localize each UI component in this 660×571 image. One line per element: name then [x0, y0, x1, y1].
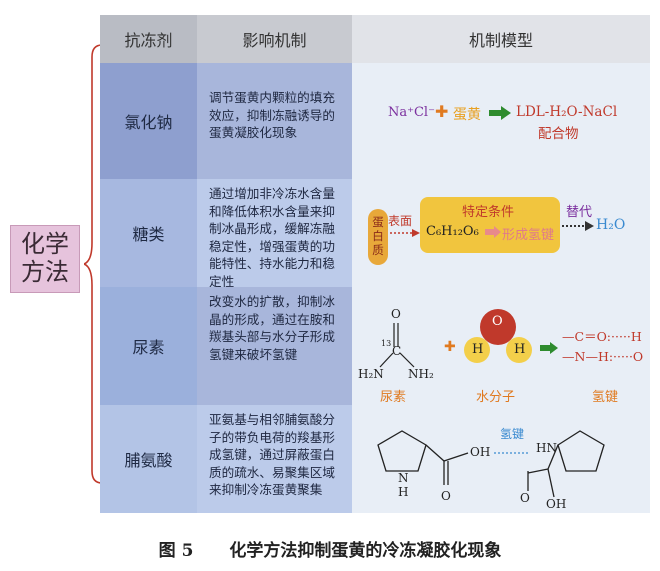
row-desc-nacl: 调节蛋黄内颗粒的填充效应，抑制冻融诱导的蛋黄凝胶化现象 [197, 63, 352, 179]
model-sugar: 蛋白质 表面 特定条件 C₆H₁₂O₆ 形成氢键 替代 H₂O [352, 179, 650, 287]
nacl-yolk: 蛋黄 [453, 107, 481, 123]
condition-box [420, 197, 560, 253]
proline-hn-right: HN [536, 441, 557, 455]
nacl-product: LDL-H₂O-NaCl [516, 104, 618, 120]
urea-label: 尿素 [380, 390, 407, 405]
replace-label: 替代 [566, 205, 593, 220]
water-formula: H₂O [596, 217, 626, 233]
urea-nh2-right: NH₂ [408, 367, 434, 381]
header-mechanism: 影响机制 [197, 15, 352, 63]
dotted-arrow-icon [390, 229, 420, 237]
surface-label: 表面 [388, 214, 413, 228]
water-o-label: O [492, 314, 503, 329]
urea-o: O [391, 307, 401, 321]
proline-hbond: 氢键 [500, 427, 525, 441]
hbond-label: 氢键 [592, 390, 619, 405]
arrow-right-icon [489, 106, 511, 120]
category-line1: 化学 [21, 230, 69, 259]
water-h-label: H [472, 342, 484, 357]
urea-nh2-left: H₂N [358, 367, 384, 381]
row-name-proline: 脯氨酸 [100, 405, 197, 513]
water-hydrogen-right [506, 337, 532, 363]
proline-o-left: O [441, 489, 451, 503]
urea-c13: 13 [381, 339, 392, 348]
row-desc-sugar: 通过增加非冷冻水含量和降低体积水含量来抑制冰晶形成，缓解冻融稳定性，增强蛋黄的功… [197, 179, 352, 289]
proline-h-left: H [398, 485, 409, 499]
urea-c: C [392, 344, 402, 358]
category-line2: 方法 [21, 258, 69, 286]
row-name-nacl: 氯化钠 [100, 63, 197, 179]
hbond-nh: —N—H:·····O [562, 349, 644, 364]
figure-title: 化学方法抑制蛋黄的冷冻凝胶化现象 [229, 541, 502, 561]
row-name-sugar: 糖类 [100, 179, 197, 287]
protein-shape [368, 209, 388, 265]
nacl-product-2: 配合物 [538, 126, 579, 142]
category-box: 化学 方法 [10, 225, 80, 293]
row-desc-proline: 亚氨基与相邻脯氨酸分子的带负电荷的羧基形成氢键，通过屏蔽蛋白质的疏水、易聚集区域… [197, 405, 352, 513]
mechanism-table: 抗冻剂 影响机制 机制模型 氯化钠 调节蛋黄内颗粒的填充效应，抑制冻融诱导的蛋黄… [100, 15, 650, 513]
glucose-formula: C₆H₁₂O₆ [426, 224, 479, 239]
arrow-right-icon [540, 342, 558, 354]
proline-oh-left: OH [470, 445, 491, 459]
proline-n-left: N [398, 471, 409, 485]
water-hydrogen-left [464, 337, 490, 363]
proline-structures [377, 430, 605, 498]
urea-structure [379, 323, 415, 368]
curly-brace [84, 44, 103, 484]
plus-icon: ✚ [435, 102, 449, 121]
header-model: 机制模型 [352, 15, 650, 63]
hbond-co: —C＝O:·····H [562, 329, 642, 344]
row-name-urea: 尿素 [100, 287, 197, 405]
plus-icon: ✚ [444, 339, 456, 355]
row-desc-urea: 改变水的扩散，抑制冰晶的形成，通过在胺和羰基头部与水分子形成氢键来破坏氢键 [197, 287, 352, 405]
condition-label: 特定条件 [462, 205, 515, 220]
hbond-label: 形成氢键 [502, 228, 555, 243]
model-nacl: Na⁺Cl⁻ ✚ 蛋黄 LDL-H₂O-NaCl 配合物 [352, 63, 650, 179]
figure-caption: 图 5 化学方法抑制蛋黄的冷冻凝胶化现象 [0, 536, 660, 561]
model-proline: OH N H O 氢键 HN O OH [352, 405, 650, 513]
model-urea: O 13 C H₂N NH₂ 尿素 ✚ O H H 水分子 —C＝O:·····… [352, 287, 650, 405]
arrow-right-icon [485, 226, 501, 238]
header-antifreeze: 抗冻剂 [100, 15, 197, 63]
dotted-arrow-icon [562, 221, 594, 231]
proline-o-right: O [520, 491, 530, 505]
nacl-ion: Na⁺Cl⁻ [388, 105, 435, 120]
protein-label: 蛋白质 [372, 215, 384, 257]
water-h-label: H [514, 342, 526, 357]
water-label: 水分子 [476, 390, 516, 405]
proline-oh-right: OH [546, 497, 567, 511]
figure-number: 图 5 [158, 541, 194, 561]
